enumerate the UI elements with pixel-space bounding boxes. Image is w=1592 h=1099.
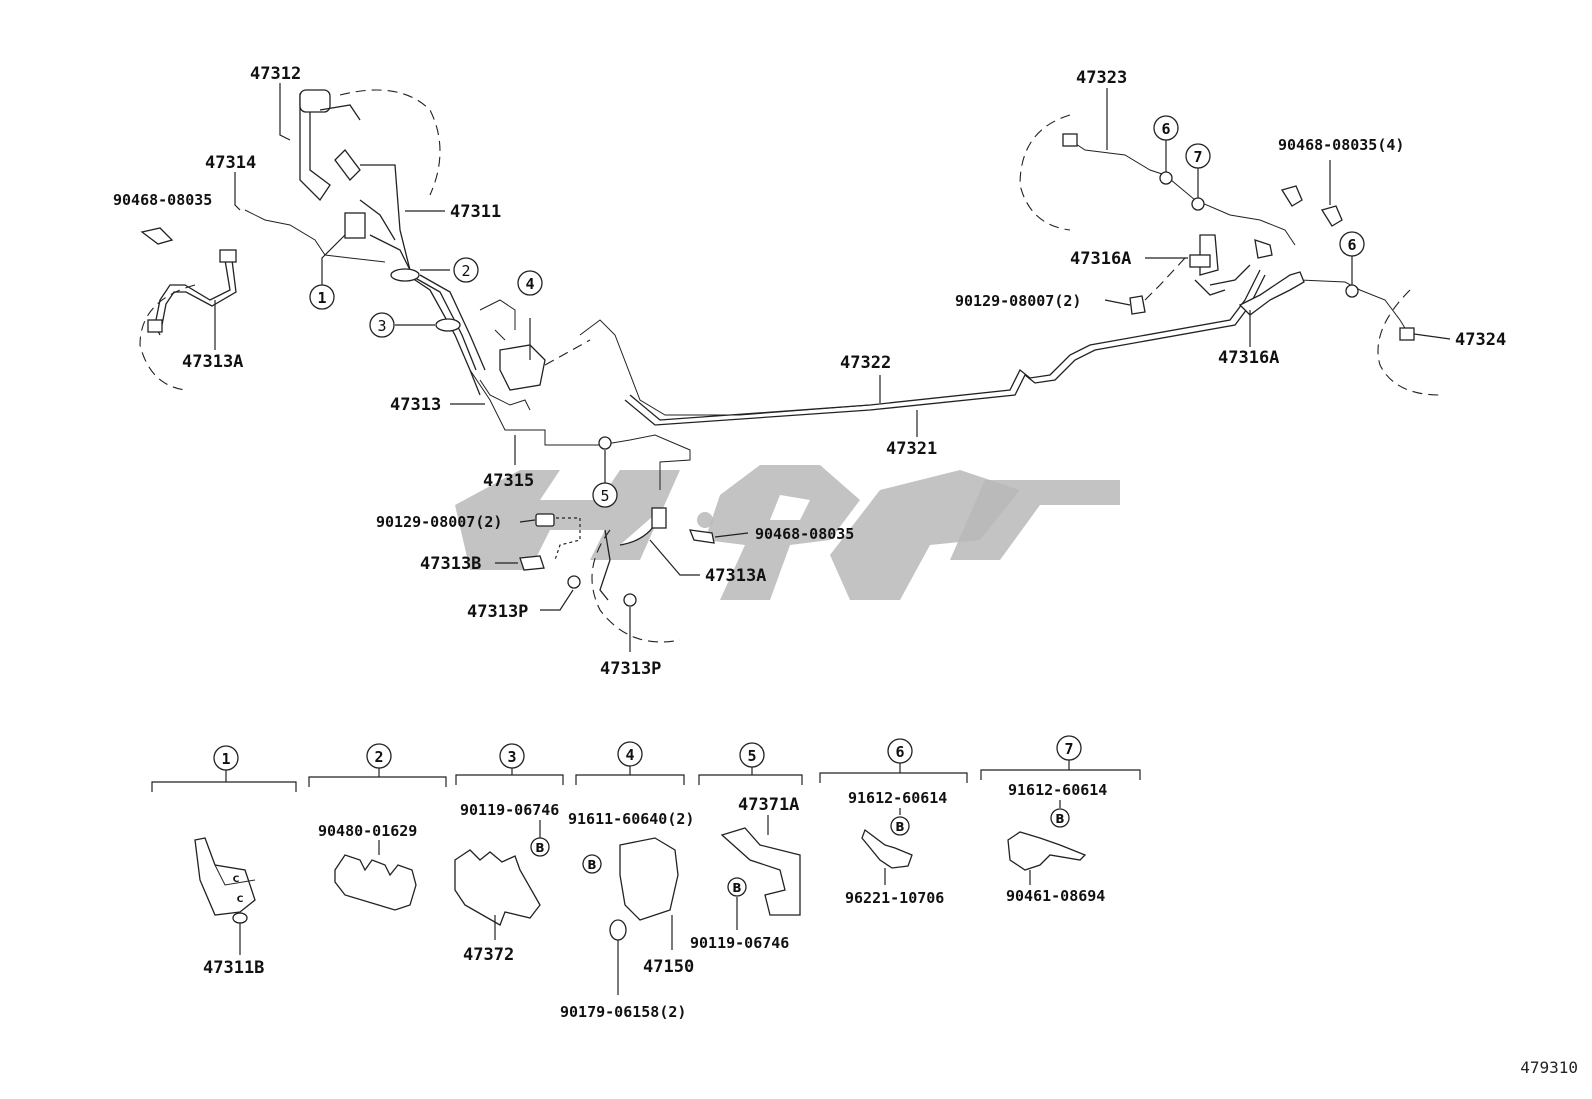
bolt-mark-g7: B: [1050, 808, 1070, 828]
svg-text:1: 1: [317, 289, 326, 307]
legend-key-2: 2: [366, 743, 392, 769]
label-90468-08035-mid: 90468-08035: [755, 525, 854, 543]
label-47314: 47314: [205, 153, 256, 173]
label-90468-08035-left: 90468-08035: [113, 191, 212, 209]
bolt-mark-g6: B: [890, 816, 910, 836]
svg-text:1: 1: [221, 750, 230, 768]
svg-text:2: 2: [374, 748, 383, 766]
ref-circle-5: 5: [592, 482, 618, 508]
legend-part-90119-06746-g5: 90119-06746: [690, 934, 789, 952]
svg-text:C: C: [237, 895, 244, 905]
leader-lines: [214, 83, 1451, 652]
label-47324: 47324: [1455, 330, 1506, 350]
rear-caliper-area: [519, 507, 715, 643]
ref-circle-6a: 6: [1153, 115, 1179, 141]
label-47313A-left: 47313A: [182, 352, 243, 372]
svg-text:4: 4: [525, 275, 534, 293]
legend-part-96221-10706-drawing: [861, 828, 913, 869]
label-90129-08007-mid: 90129-08007(2): [376, 513, 502, 531]
drawing-number: 479310: [1520, 1058, 1578, 1077]
bolt-mark-g3: B: [530, 837, 550, 857]
label-47323: 47323: [1076, 68, 1127, 88]
label-47313P-bottom: 47313P: [600, 659, 661, 679]
legend-part-47372: 47372: [463, 945, 514, 965]
label-47313B: 47313B: [420, 554, 481, 574]
clamp-ring-6a: [1159, 171, 1173, 185]
svg-text:3: 3: [377, 317, 386, 335]
legend-part-47371A: 47371A: [738, 795, 799, 815]
ref-circle-4: 4: [517, 270, 543, 296]
legend-part-47311B: 47311B: [203, 958, 264, 978]
label-47322: 47322: [840, 353, 891, 373]
label-47313P-left: 47313P: [467, 602, 528, 622]
label-47316A-lower: 47316A: [1218, 348, 1279, 368]
legend-part-91612-60614-g7: 91612-60614: [1008, 781, 1107, 799]
legend-key-6: 6: [887, 738, 913, 764]
legend-key-5: 5: [739, 742, 765, 768]
legend-key-3: 3: [499, 743, 525, 769]
svg-text:4: 4: [625, 746, 634, 764]
svg-text:3: 3: [507, 748, 516, 766]
svg-text:5: 5: [747, 747, 756, 765]
legend-part-90119-06746-g3: 90119-06746: [460, 801, 559, 819]
clamp-ring-5: [598, 436, 612, 450]
legend-key-1: 1: [213, 745, 239, 771]
legend-part-47150: 47150: [643, 957, 694, 977]
legend-part-91612-60614-g6: 91612-60614: [848, 789, 947, 807]
legend-part-90179-06158: 90179-06158(2): [560, 1003, 686, 1021]
legend-part-91611-60640: 91611-60640(2): [568, 810, 694, 828]
bolt-mark-g4: B: [582, 854, 602, 874]
svg-text:7: 7: [1064, 740, 1073, 758]
legend-part-90461-08694-drawing: [1007, 831, 1087, 871]
legend-part-47371A-drawing: [720, 827, 801, 916]
bolt-mark-g5: B: [727, 877, 747, 897]
watermark-logo: [455, 465, 1120, 600]
svg-text:B: B: [587, 858, 596, 872]
legend-key-7: 7: [1056, 735, 1082, 761]
ref-circle-3: 3: [369, 312, 395, 338]
label-47316A-upper: 47316A: [1070, 249, 1131, 269]
label-47313A-mid: 47313A: [705, 566, 766, 586]
svg-text:6: 6: [1347, 236, 1356, 254]
svg-text:2: 2: [461, 262, 470, 280]
front-left-brake-assembly: [139, 89, 1266, 490]
svg-text:B: B: [1055, 812, 1064, 826]
legend-part-90480-01629: 90480-01629: [318, 822, 417, 840]
svg-text:5: 5: [600, 487, 609, 505]
legend: 1 2 3 4 5 6 7 C C 47311B 90480-01629 901…: [151, 735, 1141, 1021]
legend-part-96221-10706: 96221-10706: [845, 889, 944, 907]
ref-circle-7a: 7: [1185, 143, 1211, 169]
label-47313: 47313: [390, 395, 441, 415]
svg-text:C: C: [233, 875, 240, 885]
svg-text:B: B: [535, 841, 544, 855]
label-90129-08007-right: 90129-08007(2): [955, 292, 1081, 310]
label-47315: 47315: [483, 471, 534, 491]
legend-part-47372-drawing: [454, 849, 541, 926]
ref-circle-6b: 6: [1339, 231, 1365, 257]
label-47321: 47321: [886, 439, 937, 459]
legend-part-90461-08694: 90461-08694: [1006, 887, 1105, 905]
svg-text:7: 7: [1193, 148, 1202, 166]
svg-text:6: 6: [1161, 120, 1170, 138]
legend-part-47150-drawing: [619, 837, 679, 921]
clamp-ring-7a: [1191, 197, 1205, 211]
svg-text:B: B: [895, 820, 904, 834]
svg-text:6: 6: [895, 743, 904, 761]
legend-key-4: 4: [617, 741, 643, 767]
clamp-ring-6b: [1345, 284, 1359, 298]
label-47312: 47312: [250, 64, 301, 84]
legend-part-47311B-drawing: C C: [194, 837, 256, 955]
label-90468-08035-right: 90468-08035(4): [1278, 136, 1404, 154]
ref-circle-1: 1: [309, 284, 335, 310]
ref-circle-2: 2: [453, 257, 479, 283]
label-47311: 47311: [450, 202, 501, 222]
svg-text:B: B: [732, 881, 741, 895]
legend-part-90480-01629-drawing: [334, 854, 417, 911]
